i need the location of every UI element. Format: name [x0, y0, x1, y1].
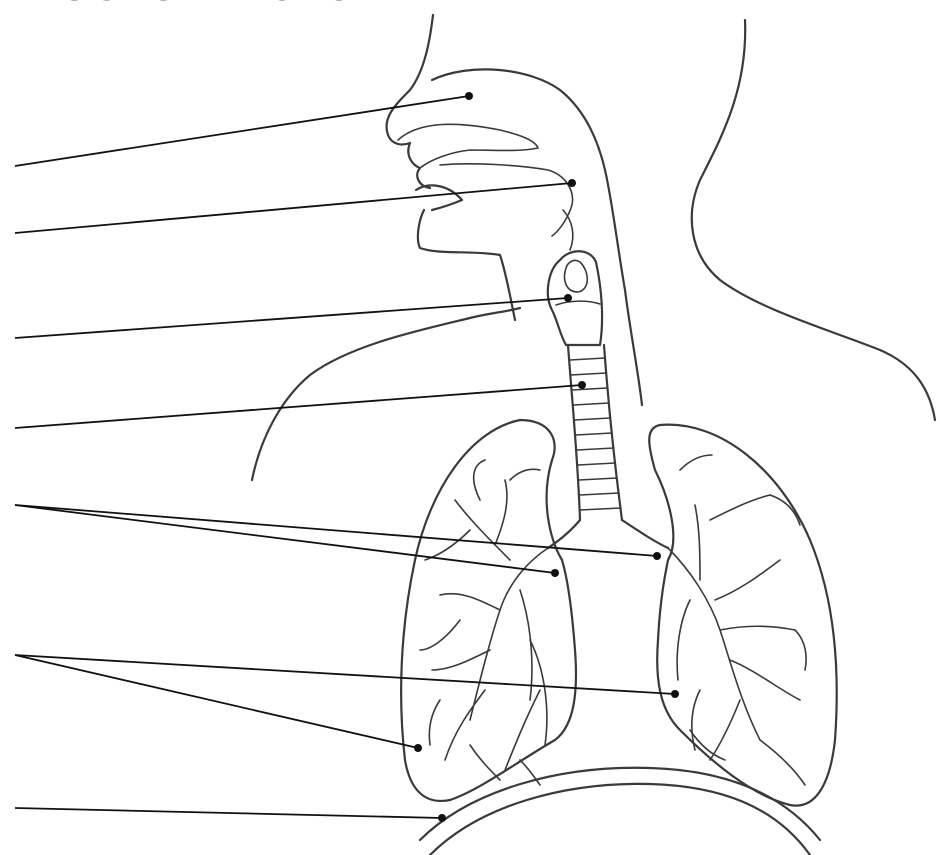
- leader-line-larynx: [15, 298, 568, 338]
- left-lung: [401, 420, 576, 801]
- leader-line-bronchi-right: [15, 505, 657, 556]
- dot-bronchi-right: [653, 552, 661, 560]
- dot-larynx: [564, 294, 572, 302]
- neck-shoulder-outline: [252, 20, 935, 480]
- diaphragm-drawing: [420, 768, 820, 855]
- leader-line-throat: [15, 183, 572, 233]
- leader-line-bronchi-left: [15, 505, 555, 573]
- right-lung: [649, 425, 837, 806]
- dot-bronchioles: [671, 690, 679, 698]
- dot-throat: [568, 179, 576, 187]
- leader-line-lung: [15, 655, 418, 748]
- diagram-title: DROGI ODDECHOWE: [0, 0, 421, 13]
- leader-line-diaphragm: [15, 808, 442, 818]
- dot-trachea: [578, 381, 586, 389]
- dot-bronchi-left: [551, 569, 559, 577]
- leader-line-nasal-cavity: [15, 96, 469, 166]
- leader-line-trachea: [15, 385, 582, 428]
- dot-nasal-cavity: [465, 92, 473, 100]
- dot-diaphragm: [438, 814, 446, 822]
- dot-lung: [414, 744, 422, 752]
